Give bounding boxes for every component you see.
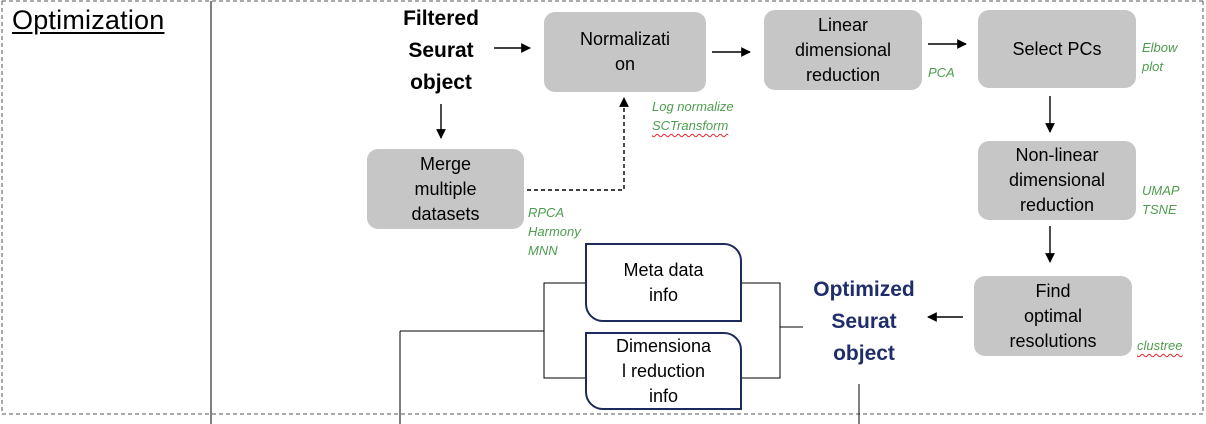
normalization-box: Normalizati on <box>544 12 706 92</box>
merge-datasets-box: Merge multiple datasets <box>367 149 524 229</box>
clustree-label: clustree <box>1137 336 1183 355</box>
linear-reduction-box: Linear dimensional reduction <box>764 10 922 90</box>
dimensional-reduction-info-box: Dimensiona l reduction info <box>585 332 742 410</box>
log-normalize-label: Log normalize <box>652 99 734 114</box>
nonlinear-reduction-box: Non-linear dimensional reduction <box>978 141 1136 220</box>
pca-label: PCA <box>928 65 955 80</box>
filtered-seurat-object-label: Filtered Seurat object <box>403 7 479 94</box>
optimized-seurat-object-label: Optimized Seurat object <box>813 278 915 365</box>
info-brackets <box>399 282 860 424</box>
connector-merge-to-normalization <box>527 97 629 191</box>
umap-tsne-label: UMAP TSNE <box>1142 183 1180 217</box>
clustree-text: clustree <box>1137 338 1183 353</box>
frame <box>1 0 1204 415</box>
integration-methods-label: RPCA Harmony MNN <box>528 205 581 258</box>
sctransform-label: SCTransform <box>652 118 729 133</box>
select-pcs-box: Select PCs <box>978 10 1136 88</box>
find-resolutions-box: Find optimal resolutions <box>974 276 1132 356</box>
elbow-plot-label: Elbow plot <box>1142 40 1178 74</box>
section-title: Optimization <box>12 5 165 35</box>
meta-data-info-box: Meta data info <box>585 243 742 322</box>
